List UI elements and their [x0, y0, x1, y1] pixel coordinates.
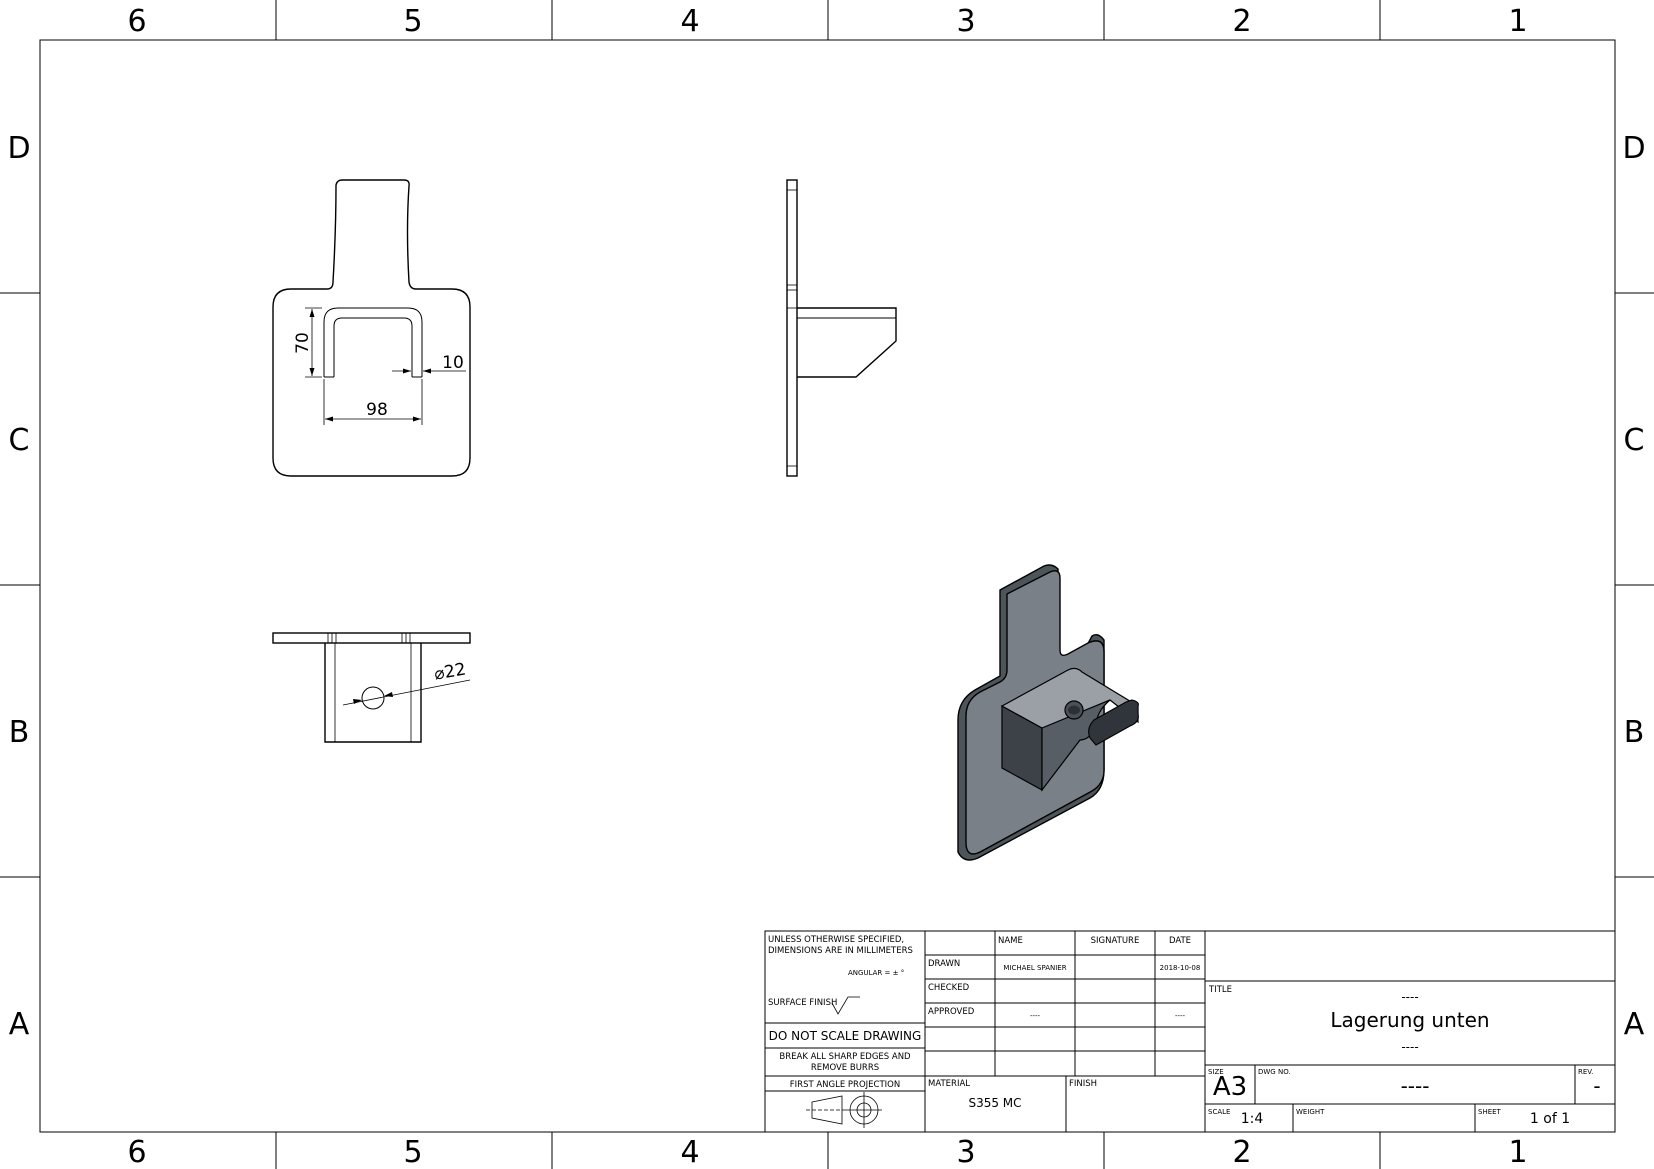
- dwg-no-label: DWG NO.: [1258, 1068, 1291, 1076]
- title-block-frame: [764, 930, 1616, 1133]
- header-date: DATE: [1169, 936, 1191, 946]
- note-break-edges: BREAK ALL SHARP EDGES AND: [779, 1052, 911, 1062]
- zone-col-bottom: 4: [680, 1135, 699, 1169]
- title-line-1: ----: [1401, 990, 1418, 1004]
- zone-col-bottom: 6: [127, 1135, 146, 1169]
- zone-col-top: 1: [1508, 4, 1527, 39]
- note-projection: FIRST ANGLE PROJECTION: [790, 1080, 900, 1090]
- isometric-view: [957, 564, 1139, 861]
- zone-col-top: 4: [680, 4, 699, 39]
- size-value: A3: [1213, 1072, 1247, 1102]
- note-remove-burrs: REMOVE BURRS: [811, 1063, 879, 1073]
- zone-row-left: C: [9, 423, 30, 458]
- material-value: S355 MC: [968, 1096, 1021, 1110]
- header-signature: SIGNATURE: [1091, 936, 1140, 946]
- approved-label: APPROVED: [928, 1007, 975, 1017]
- zone-col-bottom: 1: [1508, 1135, 1527, 1169]
- zone-col-bottom: 5: [403, 1135, 422, 1169]
- note-unless: UNLESS OTHERWISE SPECIFIED,: [768, 935, 904, 945]
- zone-col-top: 5: [403, 4, 422, 39]
- title-line-3: ----: [1401, 1040, 1418, 1054]
- zone-row-left: B: [9, 715, 30, 750]
- scale-label: SCALE: [1208, 1108, 1230, 1116]
- top-view: ⌀22: [272, 632, 471, 743]
- zone-col-top: 6: [127, 4, 146, 39]
- note-do-not-scale: DO NOT SCALE DRAWING: [769, 1029, 922, 1043]
- zone-col-top: 2: [1232, 4, 1251, 39]
- dimension-height: 70: [293, 332, 313, 354]
- size-label: SIZE: [1208, 1068, 1224, 1076]
- scale-value: 1:4: [1241, 1111, 1264, 1127]
- drawing-frame: [39, 39, 1616, 1133]
- rev-label: REV.: [1578, 1068, 1593, 1076]
- first-angle-projection-icon: [806, 1092, 882, 1128]
- side-view: [786, 179, 897, 477]
- header-name: NAME: [998, 936, 1023, 946]
- drawn-label: DRAWN: [928, 959, 960, 969]
- zone-row-left: D: [7, 131, 30, 166]
- zone-row-right: A: [1624, 1007, 1645, 1042]
- weight-label: WEIGHT: [1296, 1108, 1325, 1116]
- rev-value: -: [1593, 1074, 1600, 1098]
- dimension-width: 98: [366, 400, 388, 420]
- material-label: MATERIAL: [928, 1079, 970, 1089]
- drawn-name: MICHAEL SPANIER: [1003, 964, 1066, 972]
- zone-col-top: 3: [956, 4, 975, 39]
- sheet-label: SHEET: [1478, 1108, 1502, 1116]
- sheet-value: 1 of 1: [1530, 1111, 1570, 1127]
- dimension-slot: 10: [442, 353, 464, 373]
- title-main: Lagerung unten: [1330, 1008, 1489, 1032]
- checked-label: CHECKED: [928, 983, 970, 993]
- dwg-no-value: ----: [1401, 1074, 1430, 1098]
- zone-row-right: B: [1624, 715, 1645, 750]
- zone-col-bottom: 2: [1232, 1135, 1251, 1169]
- approved-date: ----: [1175, 1012, 1186, 1020]
- approved-name: ----: [1030, 1012, 1041, 1020]
- zone-row-right: C: [1624, 423, 1645, 458]
- dimension-hole: ⌀22: [433, 659, 468, 684]
- zone-row-left: A: [9, 1007, 30, 1042]
- title-label: TITLE: [1208, 985, 1232, 995]
- zone-row-right: D: [1622, 131, 1645, 166]
- zone-col-bottom: 3: [956, 1135, 975, 1169]
- finish-label: FINISH: [1069, 1079, 1097, 1089]
- zone-labels: 6 5 4 3 2 1 6 5 4 3 2 1 D C B A D C B A: [7, 4, 1645, 1169]
- note-surface-finish: SURFACE FINISH: [768, 998, 837, 1008]
- drawn-date: 2018-10-08: [1160, 964, 1201, 972]
- note-millimeters: DIMENSIONS ARE IN MILLIMETERS: [768, 946, 913, 956]
- note-angular: ANGULAR = ± °: [848, 969, 904, 977]
- front-view: 70 98 10: [272, 179, 471, 477]
- surface-finish-icon: [831, 996, 860, 1015]
